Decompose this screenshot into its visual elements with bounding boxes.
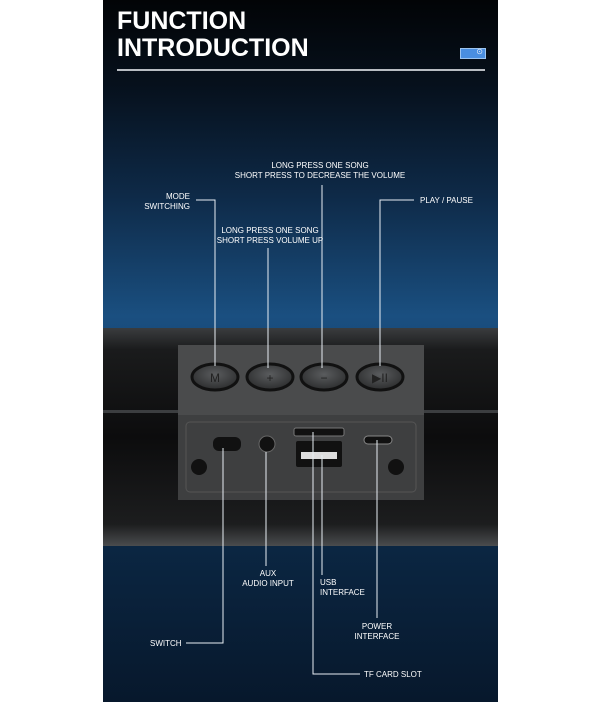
- button-symbol: ▶II: [372, 371, 388, 385]
- label-play-pause: PLAY / PAUSE: [420, 196, 473, 205]
- label-switch: SWITCH: [150, 639, 182, 648]
- mode-switch: [213, 437, 241, 451]
- button-symbol: +: [266, 371, 273, 385]
- title-line-1: FUNCTION: [117, 7, 247, 35]
- toggle-icon: ⊙: [460, 47, 486, 59]
- button-symbol: −: [320, 371, 327, 385]
- button-symbol: M: [210, 371, 220, 385]
- title-line-2: INTRODUCTION: [117, 34, 309, 62]
- callout-lines: [186, 185, 414, 675]
- power-port: [363, 435, 393, 445]
- title-divider: [117, 69, 485, 71]
- aux-jack: [258, 435, 276, 453]
- label-tf-card: TF CARD SLOT: [364, 670, 422, 679]
- ports: [191, 427, 404, 475]
- tf-slot: [293, 427, 345, 437]
